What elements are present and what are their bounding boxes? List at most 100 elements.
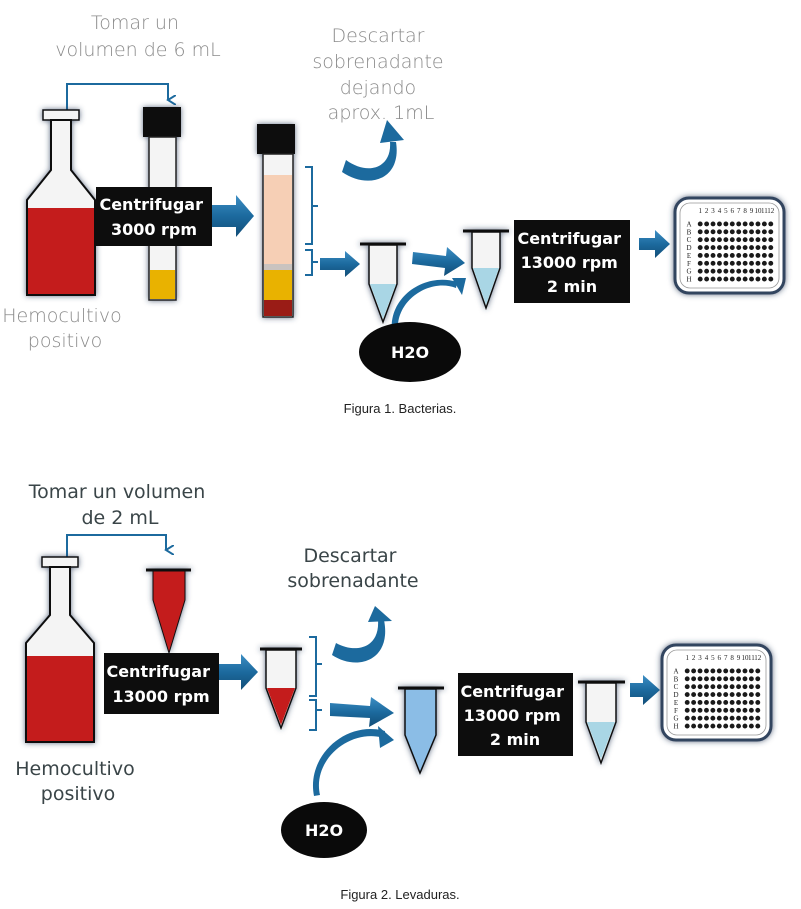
plate-well <box>729 245 735 251</box>
plate-well <box>729 229 735 235</box>
plate-well <box>723 229 729 235</box>
plate-well <box>742 237 748 243</box>
plate-well <box>748 676 754 682</box>
plate-column-label: 4 <box>705 654 709 662</box>
plate-well <box>684 668 690 674</box>
transfer-line <box>66 83 168 112</box>
centrifuge-13000-box: Centrifugar 13000 rpm 2 min <box>514 220 630 303</box>
plate-row-label: G <box>686 268 691 276</box>
plate-well <box>697 237 703 243</box>
discard-label: Descartar sobrenadante <box>287 545 418 592</box>
plate-well <box>723 252 729 258</box>
separated-tube <box>257 124 295 318</box>
microtube-2 <box>463 229 509 311</box>
plate-inner-border <box>679 202 780 289</box>
plate-well <box>717 276 722 282</box>
plate-well <box>716 668 722 674</box>
plate-well <box>736 252 742 258</box>
plate-inner-border <box>666 649 767 736</box>
plate-well <box>761 229 767 235</box>
plate-well <box>684 684 690 690</box>
plate-column-label: 9 <box>737 654 741 662</box>
plate-well <box>684 676 690 682</box>
plate-well <box>768 229 774 235</box>
transfer-line <box>66 534 166 558</box>
plate-well <box>768 276 774 282</box>
plate-well <box>723 237 729 243</box>
centrifuge-13000-2min-box: Centrifugar 13000 rpm 2 min <box>458 673 573 756</box>
plate-well <box>736 692 741 698</box>
plate-well <box>704 268 710 274</box>
plate-column-label: 6 <box>718 654 722 662</box>
plate-well <box>723 692 729 698</box>
plate-well <box>729 723 735 729</box>
plate-well <box>697 276 703 282</box>
plate-well <box>723 260 729 266</box>
plate-well <box>704 252 710 258</box>
plate-well <box>761 268 767 274</box>
plate-well <box>710 684 716 690</box>
plate-well <box>717 245 722 251</box>
plate-well <box>755 692 761 698</box>
plate-well <box>717 237 722 243</box>
plate-well <box>736 221 742 227</box>
plate-well <box>704 260 710 266</box>
plate-well <box>697 692 703 698</box>
plate-well <box>704 676 709 682</box>
plate-well <box>742 276 748 282</box>
plasma-layer <box>264 175 292 264</box>
plate-well <box>768 268 774 274</box>
plate-well <box>742 229 748 235</box>
water-add-curved-arrow-icon <box>391 278 466 332</box>
plate-column-label: 11 <box>748 654 755 662</box>
plate-well <box>749 252 754 258</box>
plate-row-label: H <box>686 276 691 284</box>
plate-well <box>704 668 709 674</box>
plate-well <box>755 237 761 243</box>
arrow-right-icon <box>212 195 254 237</box>
plate-well <box>742 699 748 705</box>
plate-well <box>684 723 690 729</box>
plate-well <box>729 668 735 674</box>
plate-well <box>749 276 754 282</box>
plate-column-label: 2 <box>705 207 709 215</box>
plate-well <box>704 715 709 721</box>
plate-row-label: F <box>687 260 691 268</box>
plate-well <box>736 684 741 690</box>
plate-well <box>704 276 710 282</box>
plate-well <box>748 707 754 713</box>
plate-well <box>729 699 735 705</box>
plate-well <box>755 245 761 251</box>
plate-column-label: 12 <box>767 207 775 215</box>
plate-well <box>684 715 690 721</box>
plate-well <box>723 221 729 227</box>
plate-well <box>697 684 703 690</box>
plate-row-label: G <box>673 715 678 723</box>
plate-well <box>742 684 748 690</box>
plate-well <box>729 276 735 282</box>
plate-well <box>717 260 722 266</box>
plate-well <box>729 676 735 682</box>
centrifuge-13000-box: Centrifugar 13000 rpm <box>104 653 219 714</box>
plate-column-label: 11 <box>761 207 768 215</box>
plate-well <box>736 237 742 243</box>
plate-row-label: D <box>686 244 691 252</box>
plate-column-label: 8 <box>730 654 734 662</box>
svg-text:Centrifugar 13000 rpm: Centrifugar 13000 rpm 2 min <box>460 682 569 749</box>
plate-well <box>691 723 697 729</box>
arrow-right-icon <box>639 230 670 258</box>
plate-well <box>736 668 741 674</box>
figure-1-bacterias: Tomar un volumen de 6 mL Hemocultivo pos… <box>2 12 786 416</box>
plate-well <box>755 715 761 721</box>
plate-well <box>736 276 742 282</box>
plate-well <box>742 723 748 729</box>
plate-well <box>716 692 722 698</box>
plate-row-label: A <box>686 220 691 228</box>
blood-culture-bottle <box>25 556 95 743</box>
source-label: Hemocultivo positivo <box>15 758 141 805</box>
conical-tube-yeast <box>398 686 444 775</box>
plate-well <box>742 715 748 721</box>
plate-well <box>710 245 716 251</box>
